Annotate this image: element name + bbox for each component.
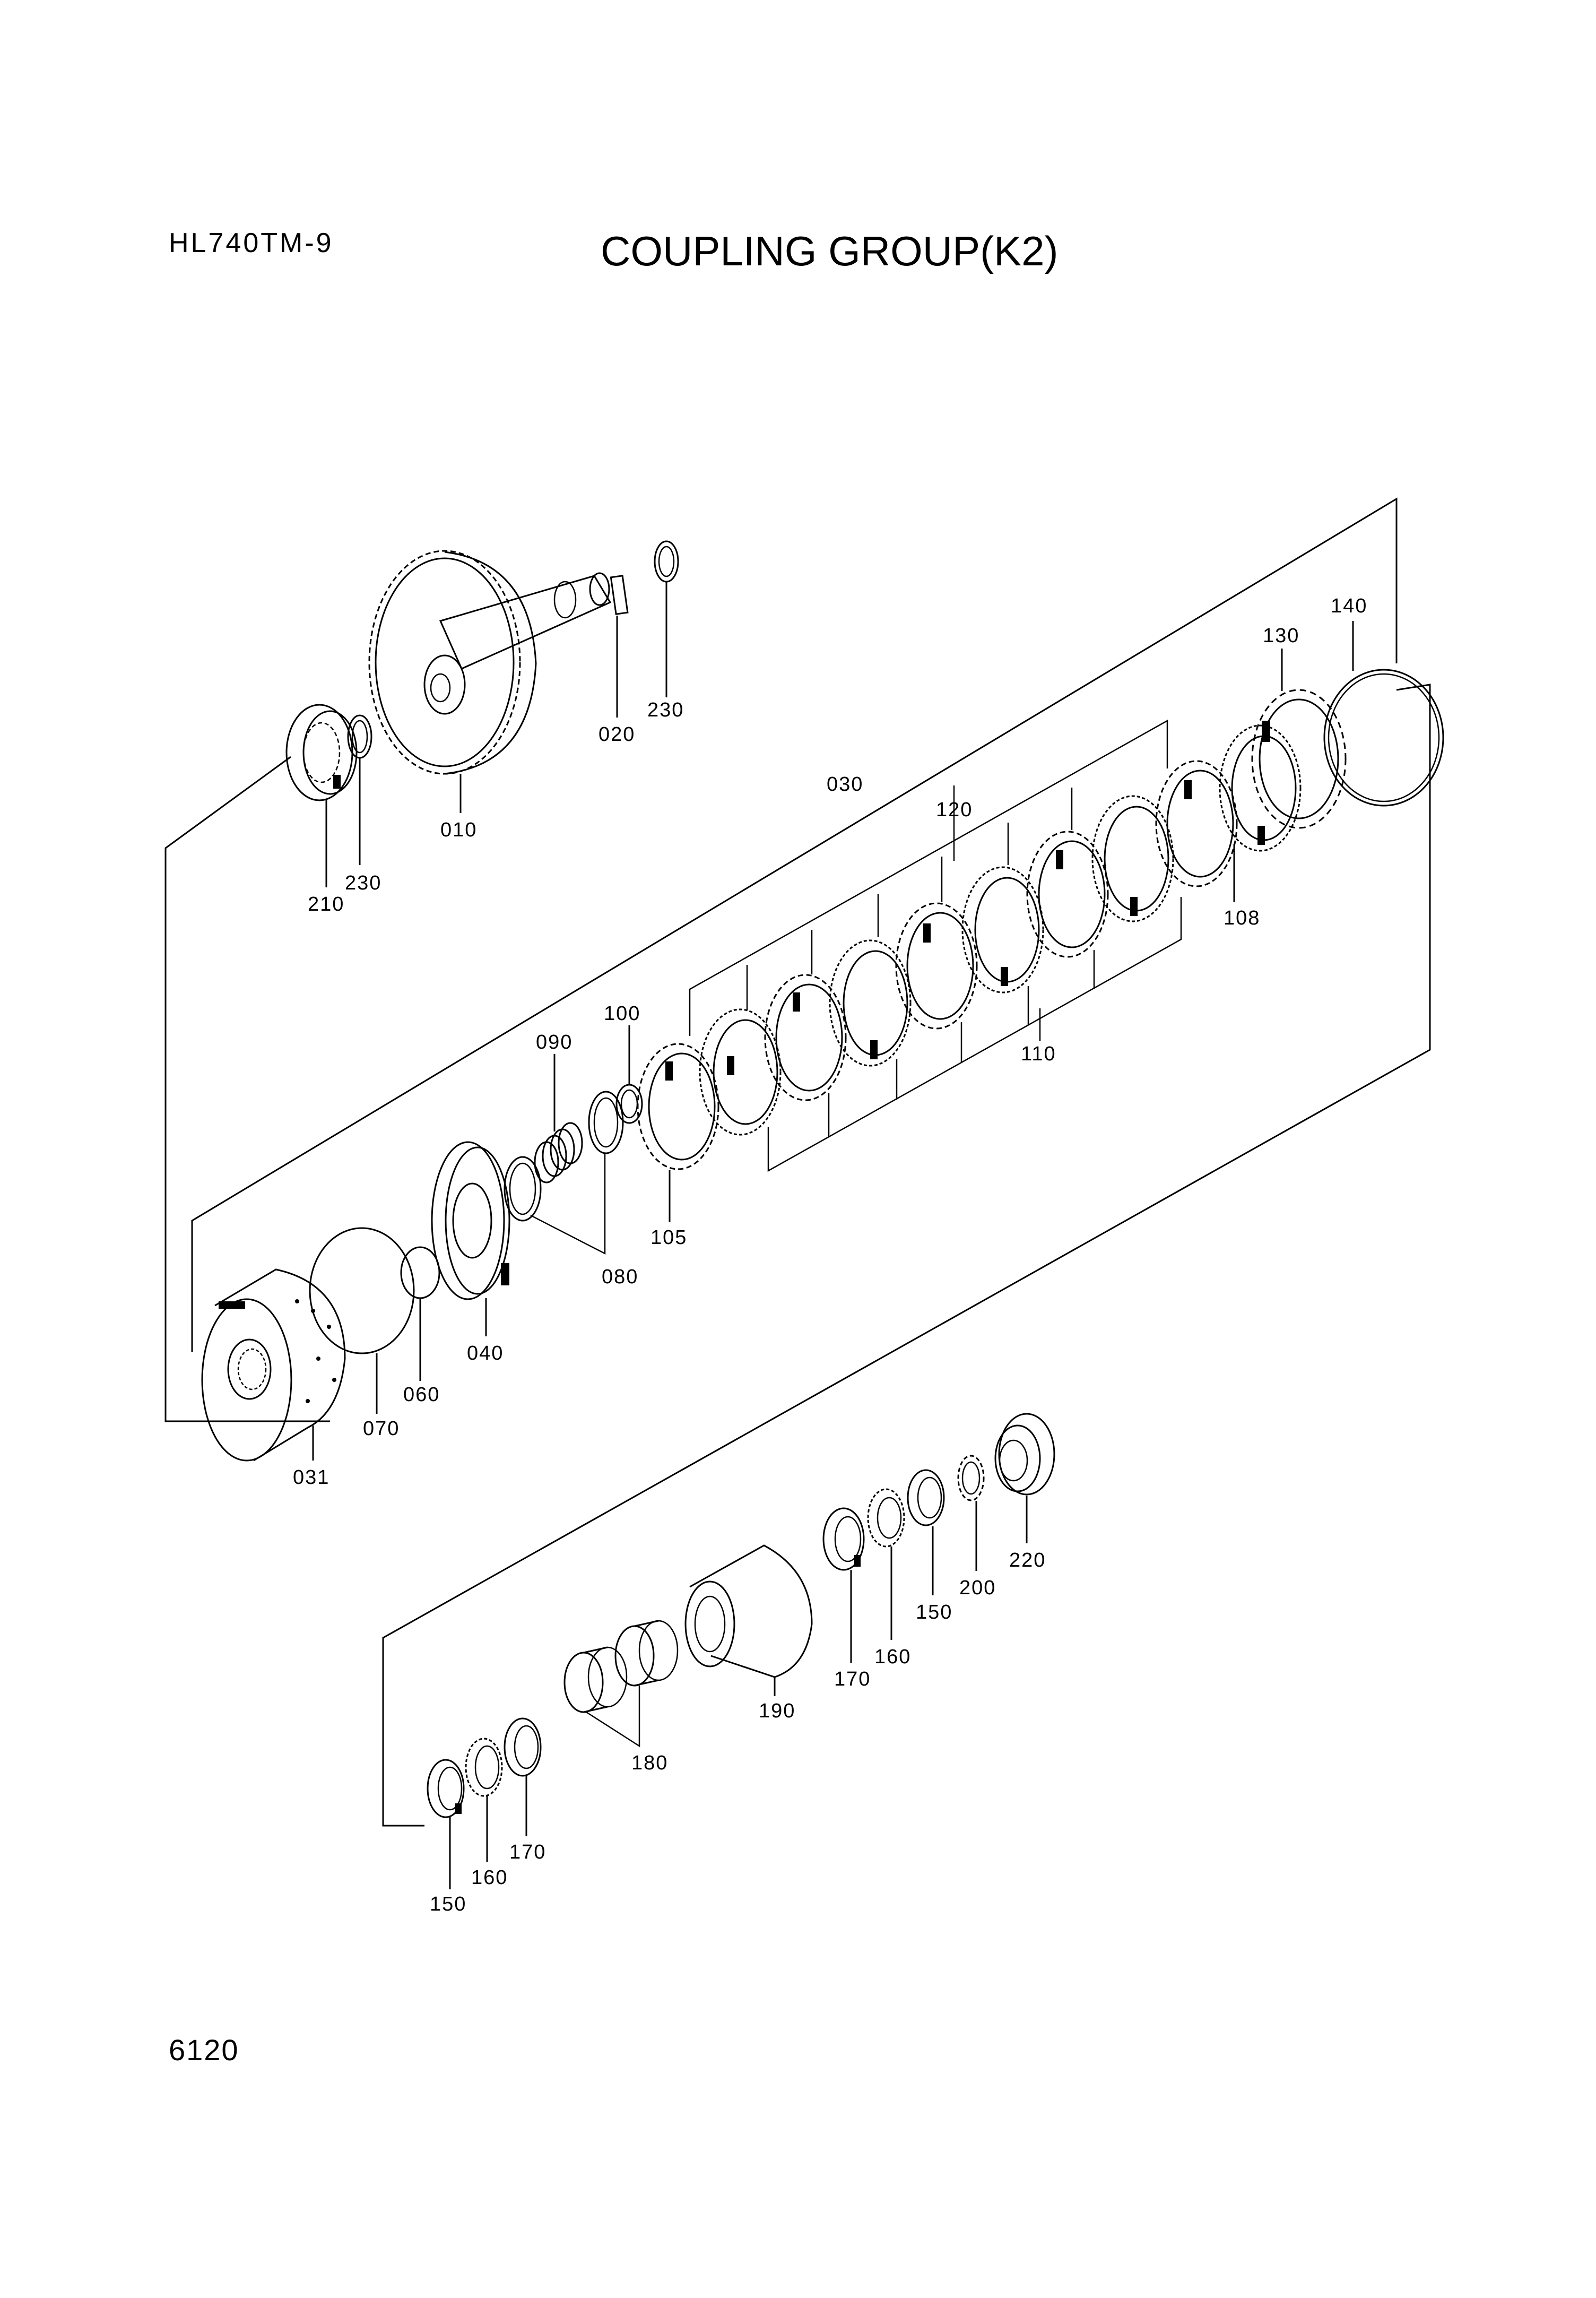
page-title: COUPLING GROUP(K2) bbox=[601, 228, 1059, 274]
callout-labels: 020 230 010 230 210 030 120 130 140 108 … bbox=[293, 595, 1367, 1915]
callout-031: 031 bbox=[293, 1466, 329, 1489]
callout-010: 010 bbox=[440, 819, 477, 841]
snap-ring-230-upper bbox=[654, 540, 679, 697]
lock-nut-200 bbox=[957, 1455, 985, 1571]
clutch-housing-031 bbox=[201, 1268, 346, 1462]
callout-180: 180 bbox=[631, 1752, 668, 1774]
callout-060: 060 bbox=[403, 1384, 440, 1406]
thrust-washer-150-lower bbox=[427, 1759, 465, 1889]
callout-230-lower: 230 bbox=[345, 872, 381, 894]
clutch-disc bbox=[895, 902, 978, 1030]
callout-220: 220 bbox=[1009, 1549, 1046, 1571]
callout-170-lower: 170 bbox=[509, 1841, 546, 1863]
disc-grouping-brackets bbox=[689, 719, 1182, 1172]
callout-140: 140 bbox=[1331, 595, 1367, 617]
callout-170-upper: 170 bbox=[834, 1668, 871, 1690]
needle-bearings-180 bbox=[563, 1620, 679, 1748]
callout-190: 190 bbox=[759, 1700, 795, 1722]
spring-090 bbox=[534, 1054, 583, 1183]
gear-shaft-010 bbox=[368, 550, 612, 813]
callout-210: 210 bbox=[308, 893, 344, 915]
pin-020 bbox=[610, 575, 629, 718]
callout-020: 020 bbox=[598, 723, 635, 746]
callout-200: 200 bbox=[959, 1577, 996, 1599]
callout-120: 120 bbox=[936, 799, 973, 821]
o-ring-060 bbox=[400, 1246, 440, 1381]
callout-130: 130 bbox=[1263, 625, 1299, 647]
callout-160-lower: 160 bbox=[471, 1867, 508, 1889]
callout-090: 090 bbox=[536, 1031, 573, 1053]
callout-030: 030 bbox=[827, 773, 863, 796]
thrust-washer-150-upper bbox=[907, 1469, 945, 1595]
callout-160-upper: 160 bbox=[874, 1646, 911, 1668]
assembly-frame-lines bbox=[164, 497, 1431, 1827]
callout-080: 080 bbox=[602, 1266, 638, 1288]
callout-110: 110 bbox=[1021, 1043, 1056, 1065]
needle-bearing-160-upper bbox=[867, 1488, 905, 1640]
bearing-220 bbox=[994, 1413, 1055, 1543]
callout-150-lower: 150 bbox=[430, 1893, 466, 1915]
clutch-disc bbox=[1026, 831, 1109, 958]
snap-ring-230-lower bbox=[347, 714, 372, 865]
callout-070: 070 bbox=[363, 1418, 400, 1440]
o-ring-140 bbox=[1323, 621, 1444, 807]
callout-108: 108 bbox=[1224, 907, 1260, 929]
callout-100: 100 bbox=[604, 1003, 640, 1025]
bearing-210 bbox=[285, 704, 358, 887]
clutch-disc-stack bbox=[637, 719, 1302, 1222]
callout-040: 040 bbox=[467, 1342, 504, 1364]
clutch-disc bbox=[1219, 724, 1302, 852]
clutch-disc bbox=[699, 1008, 782, 1136]
o-ring-070 bbox=[309, 1227, 415, 1414]
callout-230-upper: 230 bbox=[647, 699, 684, 721]
piston-040 bbox=[431, 1141, 510, 1336]
clutch-disc bbox=[961, 866, 1044, 994]
rings-080 bbox=[504, 1091, 624, 1255]
snap-ring-100 bbox=[615, 1025, 643, 1124]
clutch-disc bbox=[1155, 760, 1238, 887]
thrust-washer-170-lower bbox=[504, 1717, 542, 1836]
thrust-washer-170-upper bbox=[822, 1507, 865, 1663]
callout-150-upper: 150 bbox=[916, 1601, 952, 1623]
clutch-disc bbox=[1091, 795, 1174, 922]
clutch-disc bbox=[764, 974, 847, 1101]
gear-hub-190 bbox=[684, 1544, 813, 1696]
model-code: HL740TM-9 bbox=[169, 228, 334, 258]
clutch-disc bbox=[829, 939, 912, 1067]
page-number: 6120 bbox=[169, 2033, 239, 2067]
callout-105: 105 bbox=[650, 1226, 687, 1249]
needle-bearing-160-lower bbox=[465, 1738, 503, 1862]
